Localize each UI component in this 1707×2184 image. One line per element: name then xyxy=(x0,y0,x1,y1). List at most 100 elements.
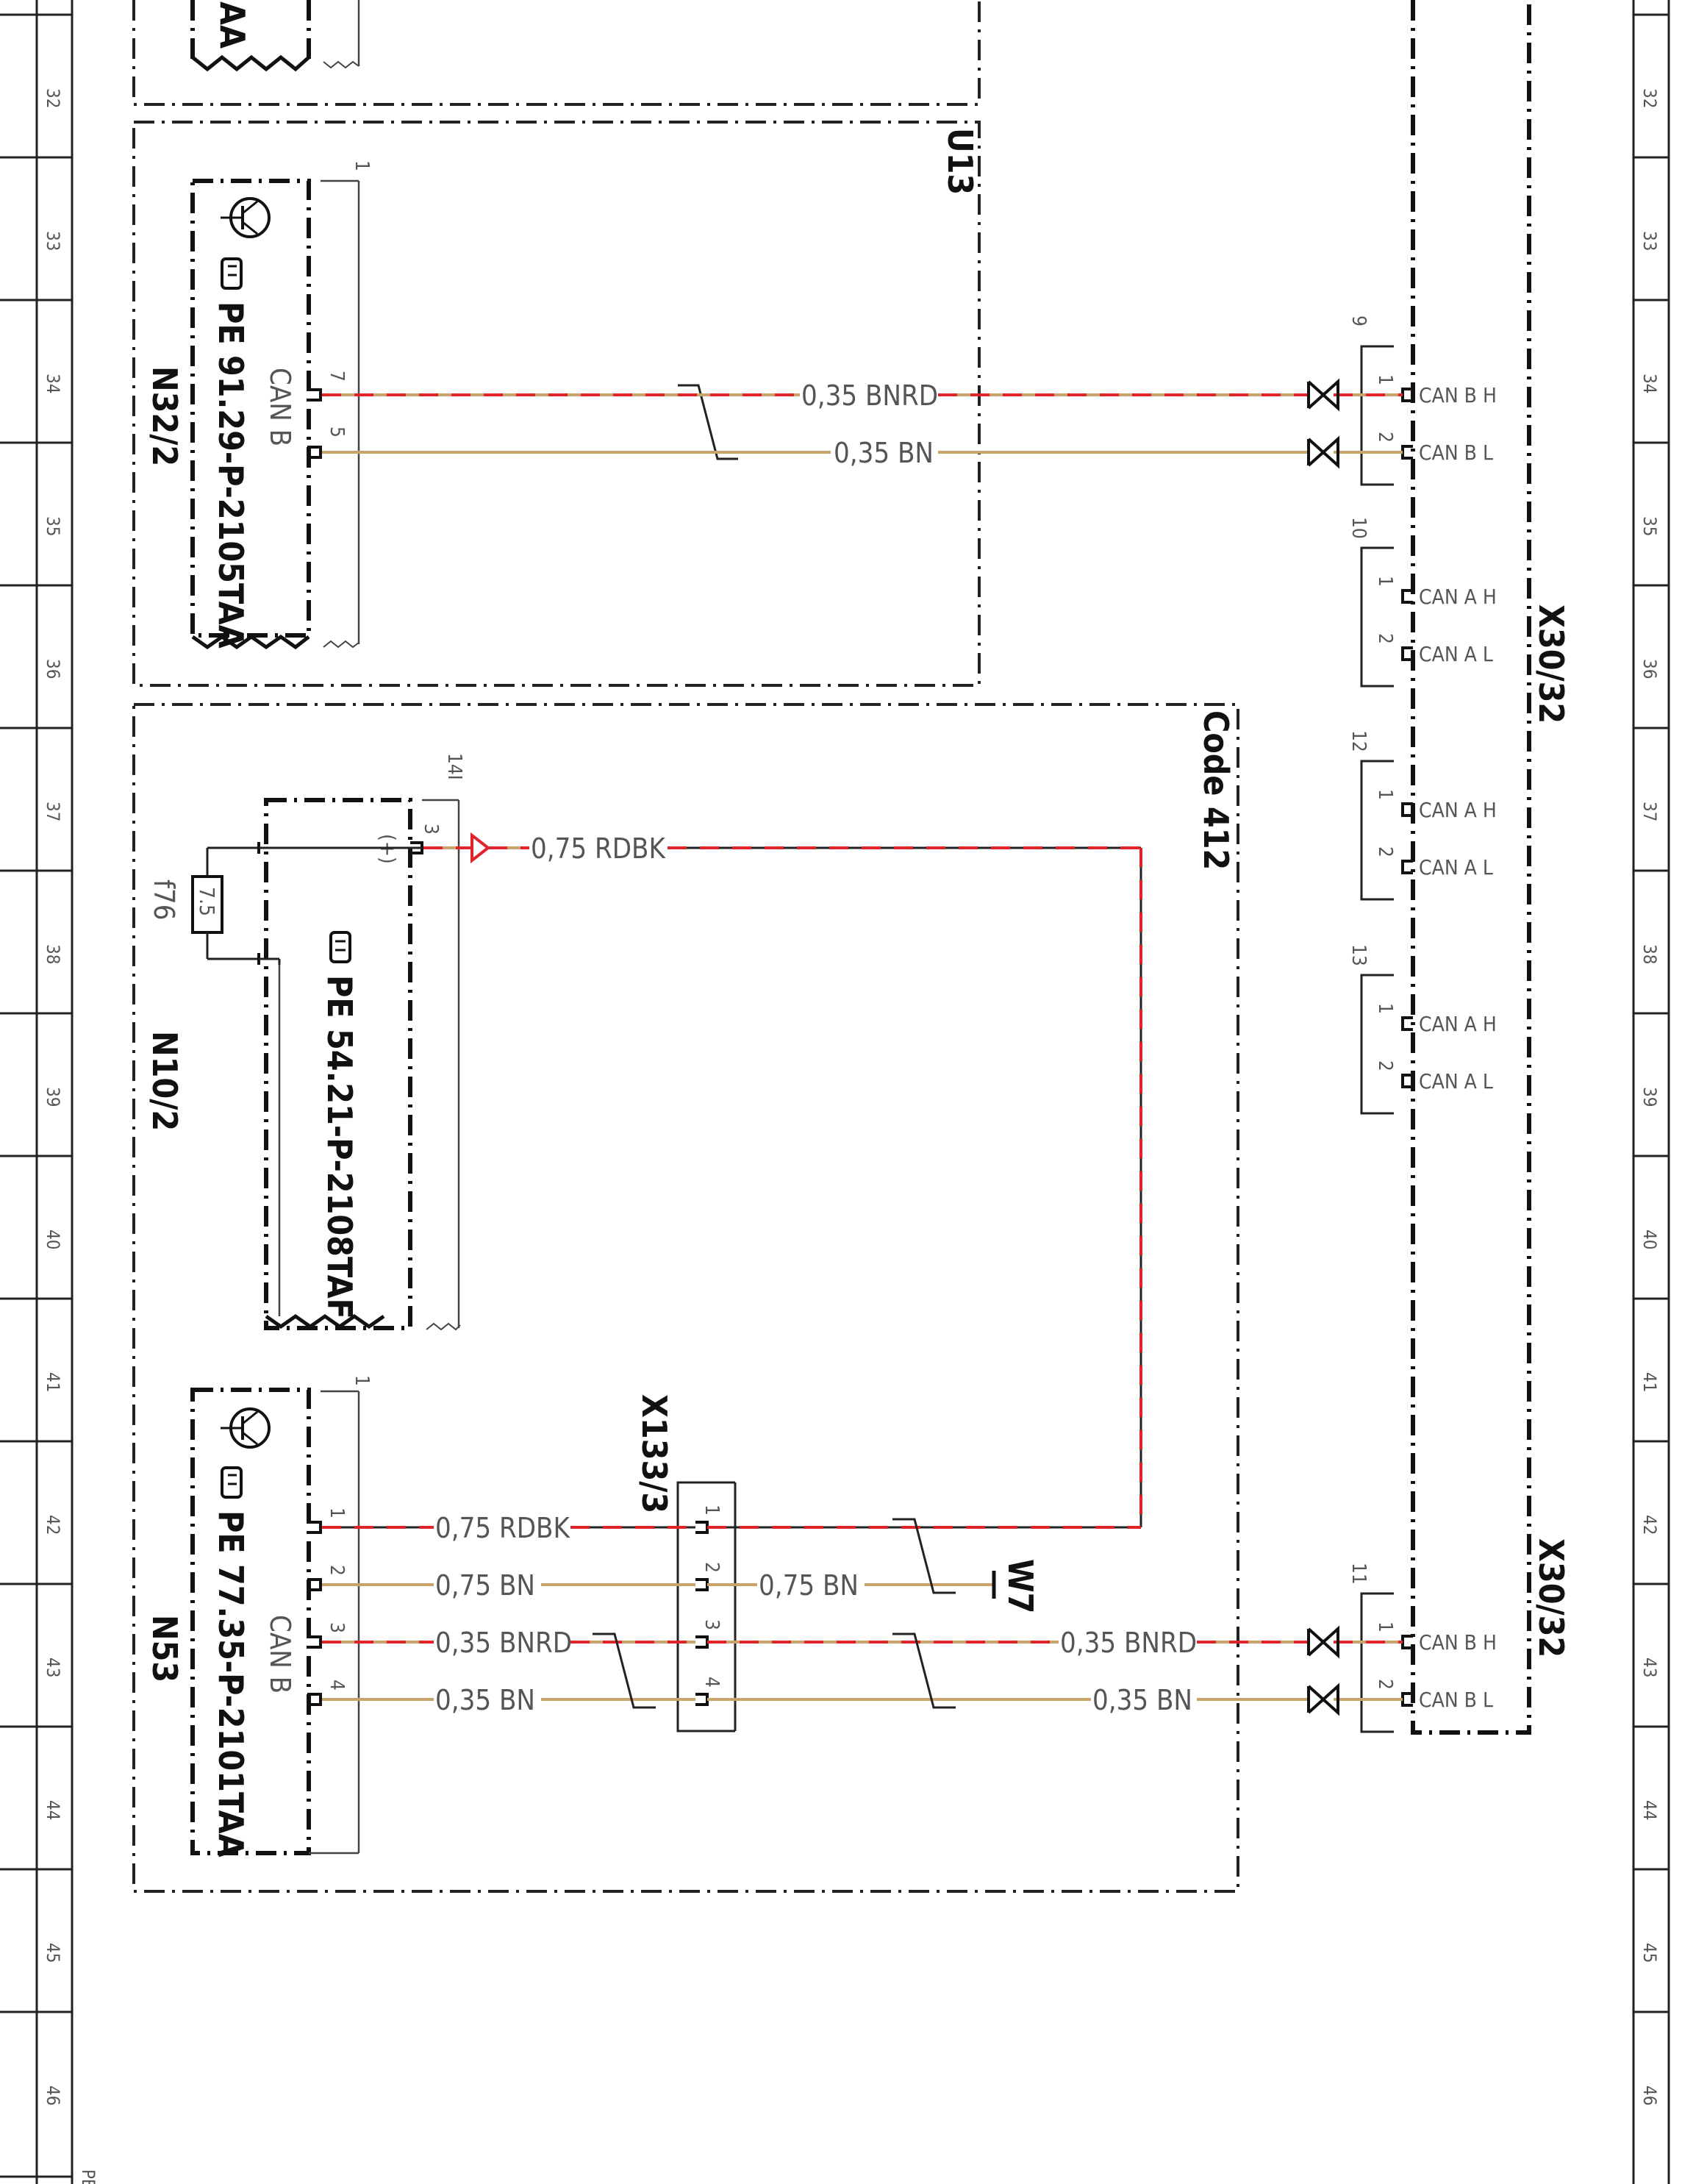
connector-diamond-icon xyxy=(1307,1625,1339,1659)
n53-wire-1: 0,75 RDBK xyxy=(322,1512,1141,1544)
n53-control-unit: 1 PE 77.35-P-2101TAA CAN B N53 1 2 3 4 xyxy=(145,1375,373,1858)
wire-label-n32-h: 0,35 BNRD xyxy=(801,379,938,412)
transistor-icon xyxy=(221,197,271,238)
n32-name: N32/2 xyxy=(145,366,185,466)
connector-diamond-icon xyxy=(1307,1682,1339,1716)
grid-row-label: 43 xyxy=(1639,1657,1660,1677)
n10-pin-top: 14I xyxy=(443,753,465,780)
connector-number: 12 xyxy=(1348,730,1370,752)
wire-label-n53-2: 0,75 BN xyxy=(435,1569,535,1602)
grid-row-label: 40 xyxy=(1639,1230,1660,1249)
n32-can-h-wire: 0,35 BNRD xyxy=(322,379,1309,412)
u13-label: U13 xyxy=(940,128,980,195)
transistor-icon xyxy=(221,1407,271,1449)
x30-32-name-b: X30/32 xyxy=(1531,1538,1571,1657)
x30-32-name-a: X30/32 xyxy=(1531,604,1571,724)
wire-label-n53-1: 0,75 RDBK xyxy=(435,1512,570,1544)
grid-row-label: 46 xyxy=(43,2085,63,2105)
can-signal-label: CAN A L xyxy=(1419,642,1493,666)
grid-row-label: 44 xyxy=(43,1800,63,1820)
u13-module: U13 1 PE 91.29-P-2105TAA CAN B xyxy=(132,121,981,687)
grid-row-label: 44 xyxy=(1639,1800,1660,1820)
connector-number: 10 xyxy=(1348,517,1370,539)
grid-row-label: 39 xyxy=(1639,1087,1660,1107)
pointing-hand-icon xyxy=(329,931,351,963)
grid-row-label: 45 xyxy=(1639,1943,1660,1963)
connector-pin: 1 xyxy=(1374,789,1396,800)
wire-label-n10-out: 0,75 RDBK xyxy=(531,832,666,865)
grid-row-label: 34 xyxy=(1639,374,1660,393)
grid-ticks xyxy=(0,13,1669,2178)
grid-row-label: 32 xyxy=(1639,88,1660,108)
corner-label: PE xyxy=(78,2169,99,2184)
n53-pe-text: PE 77.35-P-2101TAA xyxy=(211,1510,251,1858)
n10-power-wire: 0,75 RDBK xyxy=(423,832,1142,1527)
n10-2-control-unit: 14I (+) 3 PE 54.21-P-2108TAF N10/2 xyxy=(145,753,465,1331)
grid-row-label: 34 xyxy=(43,374,63,393)
wire-label-n53-3: 0,35 BNRD xyxy=(435,1627,572,1659)
w7-ground: W7 xyxy=(956,1559,1040,1613)
n10-name: N10/2 xyxy=(145,1031,185,1131)
n53-wire-2: 0,75 BN 0,75 BN xyxy=(322,1569,956,1602)
grid-row-label: 41 xyxy=(43,1372,63,1392)
can-signal-label: CAN A H xyxy=(1419,585,1497,609)
grid-row-label: 38 xyxy=(1639,944,1660,964)
n32-pin-5: 5 xyxy=(326,427,348,438)
n53-pin-2: 2 xyxy=(326,1565,348,1576)
grid-row-label: 36 xyxy=(1639,659,1660,679)
grid-row-label: 33 xyxy=(1639,231,1660,251)
top-fragment-pe-text: AA xyxy=(212,1,252,49)
can-signal-label: CAN A L xyxy=(1419,1069,1493,1093)
right-ruler xyxy=(1632,0,1670,2184)
can-signal-label: CAN B H xyxy=(1419,1630,1497,1655)
w7-name: W7 xyxy=(1001,1559,1040,1613)
top-module-fragment: AA xyxy=(132,0,981,106)
connector-number: 13 xyxy=(1348,944,1370,966)
grid-row-label: 32 xyxy=(43,88,63,108)
connector-diamond-icon xyxy=(1307,435,1339,469)
x133-3-connector: X133/3 1 2 3 4 xyxy=(634,1394,737,1732)
connector-pin: 2 xyxy=(1374,1679,1396,1690)
grid-row-label: 37 xyxy=(43,802,63,821)
code-412-label: Code 412 xyxy=(1196,710,1236,870)
x133-3-name: X133/3 xyxy=(634,1394,674,1513)
grid-row-label: 43 xyxy=(43,1657,63,1677)
n32-pin-top: 1 xyxy=(351,160,373,171)
n53-pin-3: 3 xyxy=(326,1622,348,1633)
connector-pin: 1 xyxy=(1374,1003,1396,1014)
fuse-name: f76 xyxy=(148,879,180,921)
can-signal-label: CAN B L xyxy=(1419,440,1493,465)
connector-pin: 2 xyxy=(1374,633,1396,644)
can-signal-label: CAN A H xyxy=(1419,798,1497,822)
can-signal-label: CAN A H xyxy=(1419,1012,1497,1036)
connector-diamond-icon xyxy=(1307,378,1339,412)
grid-row-label: 38 xyxy=(43,944,63,964)
x133-pin-2: 2 xyxy=(701,1562,723,1573)
wire-label-n32-l: 0,35 BN xyxy=(834,437,934,469)
grid-row-label: 41 xyxy=(1639,1372,1660,1392)
n10-pin-3: 3 xyxy=(420,824,442,835)
x133-pin-1: 1 xyxy=(701,1505,723,1516)
grid-row-label: 42 xyxy=(43,1515,63,1535)
grid-row-label: 42 xyxy=(1639,1515,1660,1535)
connector-number: 11 xyxy=(1348,1563,1370,1585)
n53-wire-3: 0,35 BNRD 0,35 BNRD xyxy=(322,1627,1309,1659)
connector-pin: 2 xyxy=(1374,1060,1396,1071)
fuse-value: 7.5 xyxy=(195,887,219,916)
connector-number: 9 xyxy=(1348,315,1370,326)
can-signal-label: CAN B L xyxy=(1419,1688,1493,1712)
wire-label-x133-2: 0,75 BN xyxy=(759,1569,859,1602)
wire-label-n53-4: 0,35 BN xyxy=(435,1684,535,1716)
n53-pin-top: 1 xyxy=(351,1375,373,1386)
grid-row-label: 40 xyxy=(43,1230,63,1249)
code-412-module: Code 412 14I (+) 3 PE 54.21-P-2108TAF N1… xyxy=(132,703,1239,1893)
n32-pe-text: PE 91.29-P-2105TAA xyxy=(211,301,251,649)
n53-pin-4: 4 xyxy=(326,1680,348,1691)
n32-can-label: CAN B xyxy=(264,368,296,446)
n53-can-label: CAN B xyxy=(264,1615,296,1694)
grid-row-label: 36 xyxy=(43,659,63,679)
